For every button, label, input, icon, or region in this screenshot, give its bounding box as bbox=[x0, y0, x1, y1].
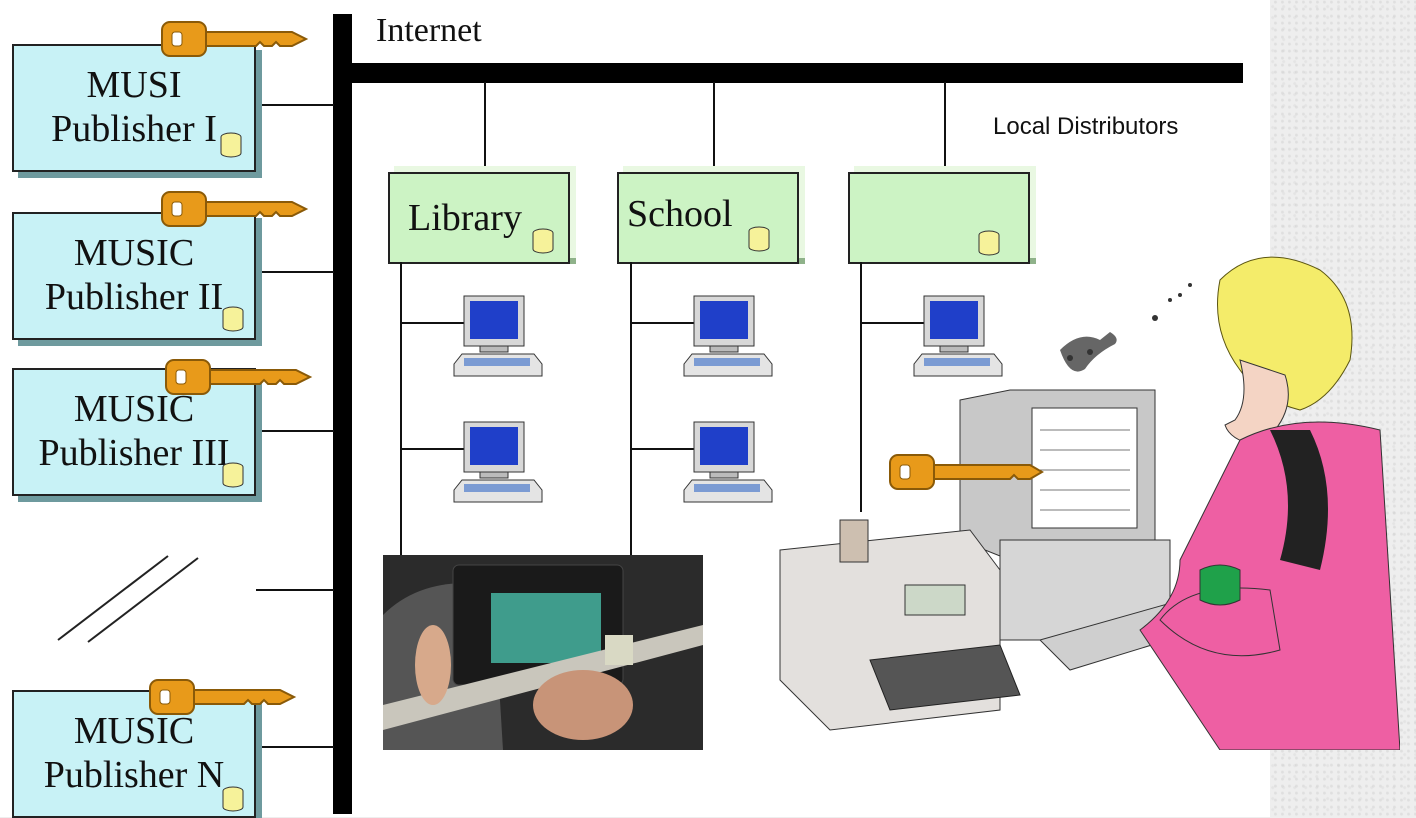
publisher-box-2: MUSIC Publisher II bbox=[12, 212, 256, 340]
publisher-1-line1: MUSI bbox=[86, 64, 182, 107]
publisher-2-line1: MUSIC bbox=[73, 232, 195, 275]
key-icon bbox=[149, 679, 297, 715]
branch-line bbox=[860, 322, 924, 324]
branch-line bbox=[400, 448, 466, 450]
woman-at-computer-illustration bbox=[779, 256, 1400, 750]
branch-line bbox=[400, 322, 466, 324]
internet-label: Internet bbox=[376, 12, 482, 49]
connector-publisher-n bbox=[258, 746, 334, 748]
publisher-n-line2: Publisher N bbox=[43, 754, 225, 796]
connector-publisher-1 bbox=[252, 104, 334, 106]
database-icon bbox=[532, 228, 554, 254]
flute-player-photo bbox=[383, 555, 703, 750]
computer-icon bbox=[683, 295, 773, 377]
internet-backbone-horizontal bbox=[333, 63, 1243, 83]
publisher-1-line2: Publisher I bbox=[51, 108, 217, 150]
ellipsis-slashes bbox=[57, 555, 199, 643]
key-icon bbox=[161, 191, 309, 227]
printer-icon bbox=[779, 519, 1021, 731]
feed-line-school bbox=[630, 262, 632, 557]
branch-line bbox=[630, 322, 694, 324]
drop-line-distributor-3 bbox=[944, 82, 946, 170]
database-icon bbox=[222, 306, 244, 332]
computer-icon bbox=[453, 295, 543, 377]
publisher-2-line2: Publisher II bbox=[44, 276, 224, 318]
distributor-box-school: School bbox=[617, 172, 799, 264]
connector-publisher-3 bbox=[258, 430, 334, 432]
computer-icon bbox=[453, 421, 543, 503]
computer-icon bbox=[683, 421, 773, 503]
database-icon bbox=[748, 226, 770, 252]
internet-backbone-vertical bbox=[333, 14, 352, 814]
distributor-box-3 bbox=[848, 172, 1030, 264]
database-icon bbox=[222, 462, 244, 488]
publisher-n-line1: MUSIC bbox=[73, 710, 195, 753]
key-icon bbox=[165, 359, 313, 395]
publisher-box-3: MUSIC Publisher III bbox=[12, 368, 256, 496]
local-distributors-label: Local Distributors bbox=[993, 113, 1179, 140]
computer-icon bbox=[913, 295, 1003, 377]
connector-publisher-ellipsis bbox=[256, 589, 334, 591]
drop-line-school bbox=[713, 82, 715, 170]
feed-line-library bbox=[400, 262, 402, 557]
drop-line-library bbox=[484, 82, 486, 170]
distributor-school-label: School bbox=[627, 193, 733, 235]
coffee-mug-icon bbox=[1199, 564, 1241, 606]
publisher-box-1: MUSI Publisher I bbox=[12, 44, 256, 172]
feed-line-distributor-3 bbox=[860, 262, 862, 512]
music-notes-icon bbox=[1060, 283, 1192, 372]
key-icon bbox=[889, 454, 1044, 490]
branch-line bbox=[630, 448, 694, 450]
publisher-3-line1: MUSIC bbox=[73, 388, 195, 431]
key-icon bbox=[161, 21, 309, 57]
database-icon bbox=[222, 786, 244, 812]
database-icon bbox=[978, 230, 1000, 256]
distributor-library-label: Library bbox=[408, 197, 522, 239]
woman-figure bbox=[1139, 256, 1400, 750]
connector-publisher-2 bbox=[258, 271, 334, 273]
publisher-3-line2: Publisher III bbox=[38, 432, 230, 474]
database-icon bbox=[220, 132, 242, 158]
